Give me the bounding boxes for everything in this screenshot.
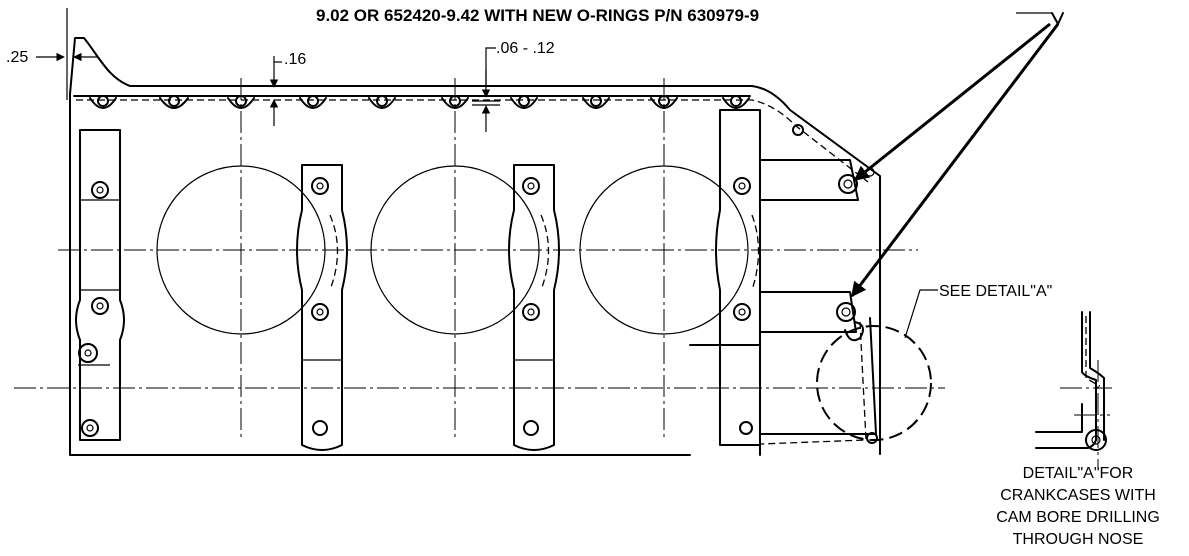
rail-bolt [518, 95, 530, 107]
rail-bolt [590, 95, 602, 107]
case-outline-left-bottom [69, 93, 691, 456]
oring-boss-lower [836, 302, 856, 322]
header-tick [1051, 12, 1064, 25]
header-note: 9.02 OR 652420-9.42 WITH NEW O-RINGS P/N… [316, 6, 759, 25]
detail-caption-line-4: THROUGH NOSE [1013, 531, 1144, 548]
detail-caption-line-2: CRANKCASES WITH [1000, 487, 1156, 504]
rail-scallop-path [89, 97, 750, 109]
bulkhead-left [75, 129, 125, 441]
dim-groove-leader [485, 47, 496, 86]
nose-section [689, 159, 878, 456]
case-outline-top-right [69, 37, 881, 455]
detail-callout-leader [904, 289, 938, 339]
rail-bolt [730, 95, 742, 107]
case-hidden-rail [76, 99, 869, 183]
bearing-web-1 [296, 164, 348, 451]
rail-bolt [376, 95, 388, 107]
detail-circle [816, 325, 932, 441]
dim-flange-offset: .25 [6, 49, 28, 66]
oring-arrow-lower [850, 23, 1060, 298]
oring-boss-upper [838, 174, 858, 194]
rail-bolt [97, 95, 109, 107]
rail-bolt-row [97, 95, 804, 136]
dim-oring-groove: .06 - .12 [496, 40, 555, 57]
rail-bolt [307, 95, 319, 107]
dim-wall-thickness: .16 [284, 51, 306, 68]
detail-caption-line-1: DETAIL"A"FOR [1023, 465, 1134, 482]
rail-bolt [792, 124, 804, 136]
detail-caption-line-3: CAM BORE DRILLING [996, 509, 1160, 526]
bearing-web-2 [508, 164, 560, 451]
rail-bolt [168, 95, 180, 107]
detail-callout: SEE DETAIL"A" [939, 283, 1052, 300]
bearing-web-3 [715, 109, 761, 446]
rail-scallops [89, 97, 750, 109]
oring-arrow-upper [853, 22, 1051, 182]
detail-a-view [1035, 311, 1112, 470]
